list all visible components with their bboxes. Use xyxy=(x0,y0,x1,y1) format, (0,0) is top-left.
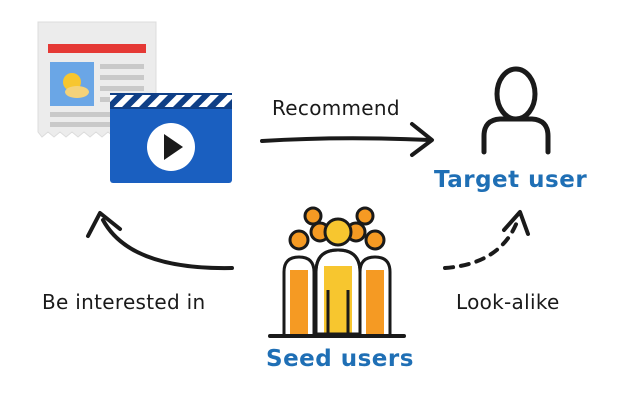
newspaper-icon xyxy=(37,21,157,138)
recommend-label: Recommend xyxy=(272,96,400,120)
target-user-label: Target user xyxy=(434,167,588,193)
interested-arrow xyxy=(86,211,234,271)
play-icon xyxy=(164,134,183,160)
lookalike-arrow xyxy=(443,210,530,270)
people-group-icon xyxy=(268,206,406,338)
look-alike-label: Look-alike xyxy=(456,290,560,314)
seed-users-label: Seed users xyxy=(266,346,414,372)
be-interested-in-label: Be interested in xyxy=(42,290,206,314)
video-player-icon xyxy=(110,93,232,183)
sun-cloud-icon xyxy=(63,73,89,98)
recommend-arrow xyxy=(260,122,434,157)
user-outline-icon xyxy=(481,66,551,155)
